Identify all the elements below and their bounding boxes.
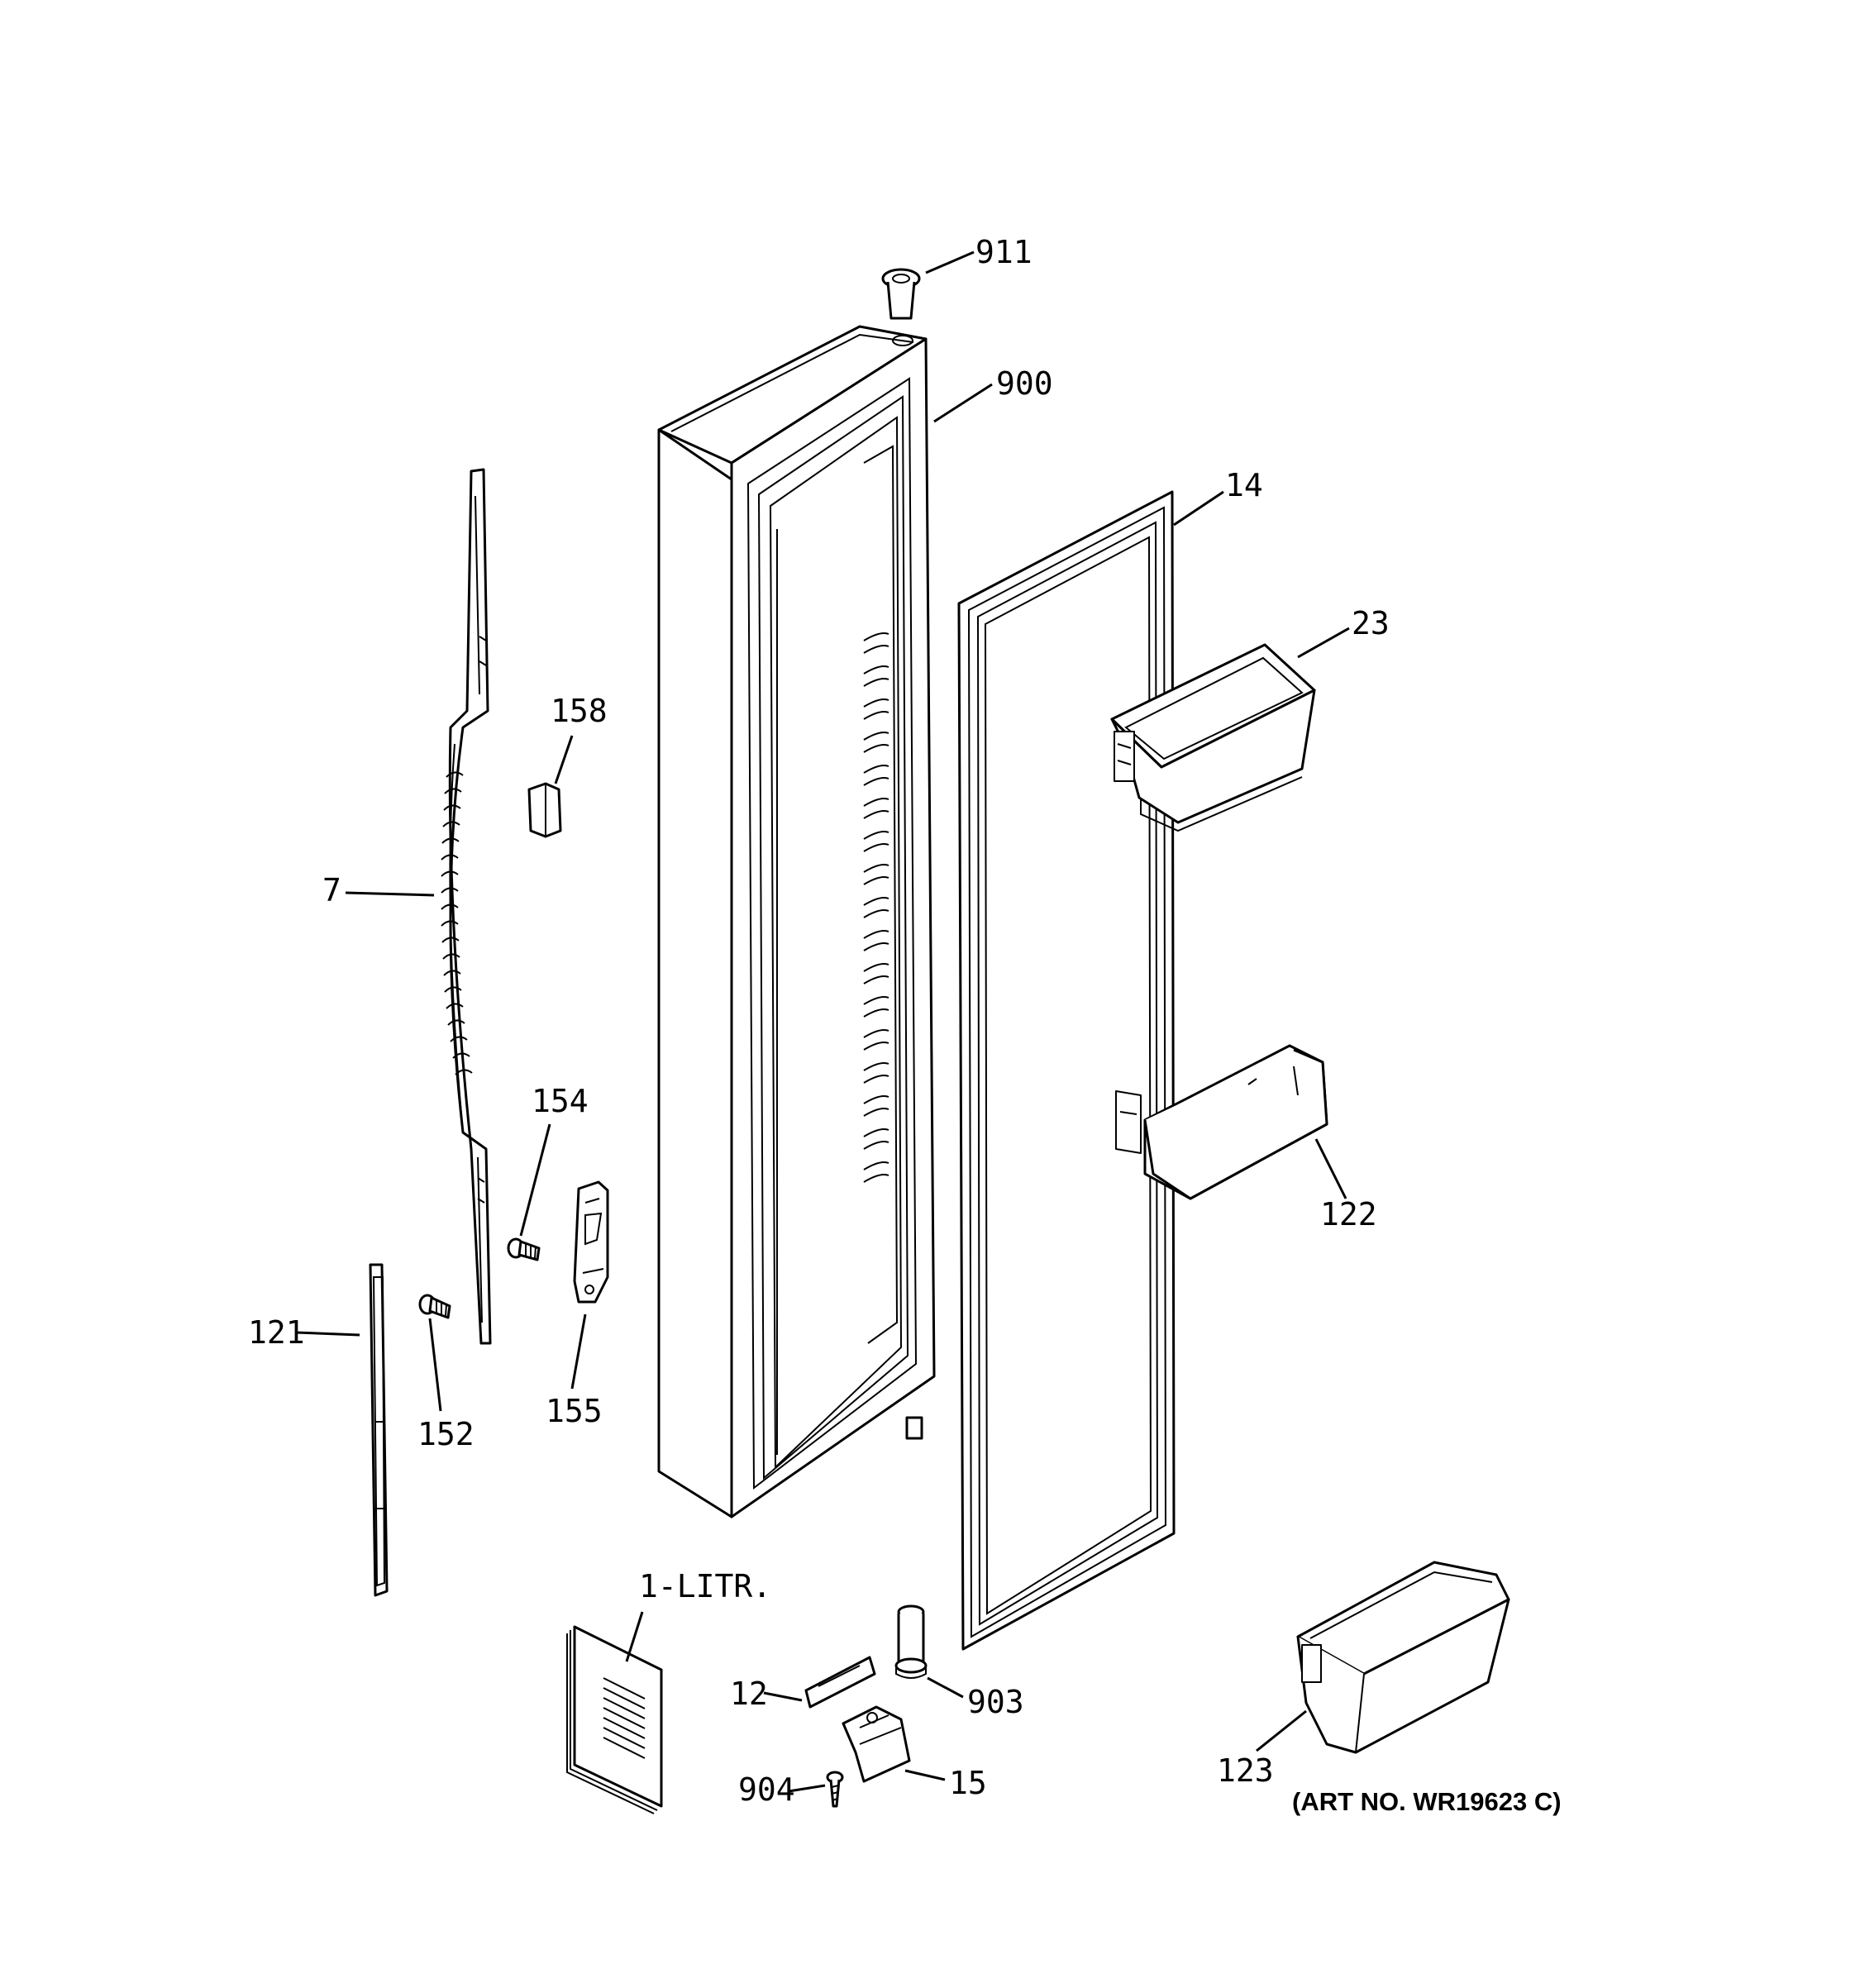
- part-121-trim[interactable]: [369, 1263, 389, 1597]
- leader-900: [933, 383, 993, 423]
- leader-15: [904, 1769, 946, 1781]
- leader-14: [1173, 490, 1224, 527]
- callout-158: 158: [551, 693, 608, 729]
- callout-900: 900: [996, 365, 1053, 402]
- callout-12: 12: [730, 1676, 768, 1712]
- leader-155: [570, 1313, 587, 1390]
- part-900-door[interactable]: [657, 325, 936, 1518]
- part-7-handle[interactable]: [441, 468, 492, 1345]
- part-122-door-bin[interactable]: [1115, 1044, 1328, 1200]
- liner-shelf-ribs: [863, 632, 889, 1183]
- part-911-cap[interactable]: [881, 268, 921, 320]
- callout-14: 14: [1225, 467, 1263, 503]
- art-number: (ART NO. WR19623 C): [1292, 1787, 1562, 1816]
- leader-903: [927, 1676, 964, 1699]
- leader-122: [1314, 1138, 1347, 1199]
- callout-911: 911: [975, 234, 1033, 270]
- part-15-hinge[interactable]: [842, 1705, 911, 1783]
- part-903-hinge-pin[interactable]: [894, 1604, 928, 1679]
- part-14-gasket[interactable]: [957, 490, 1176, 1651]
- handle-grip-ridges: [441, 771, 473, 1075]
- callout-121: 121: [248, 1314, 305, 1351]
- part-23-door-bin[interactable]: [1110, 643, 1316, 832]
- callout-904: 904: [738, 1771, 795, 1808]
- leader-123: [1256, 1709, 1307, 1752]
- callout-15: 15: [949, 1765, 987, 1801]
- part-152-screw[interactable]: [418, 1294, 451, 1319]
- leader-23: [1297, 627, 1350, 659]
- callout-23: 23: [1352, 605, 1390, 641]
- callout-1-litr: 1-LITR.: [639, 1568, 771, 1604]
- callout-123: 123: [1217, 1752, 1274, 1789]
- part-154-screw[interactable]: [507, 1237, 541, 1261]
- callout-122: 122: [1320, 1196, 1377, 1232]
- callout-7: 7: [322, 872, 341, 908]
- part-1-litr-booklet[interactable]: [566, 1625, 663, 1814]
- callout-152: 152: [417, 1416, 475, 1452]
- leader-1-litr: [625, 1611, 644, 1662]
- part-158-end-cap[interactable]: [527, 782, 562, 838]
- leader-154: [519, 1123, 551, 1237]
- part-12-shim[interactable]: [804, 1656, 876, 1709]
- part-123-gallon-bin[interactable]: [1296, 1561, 1510, 1754]
- leader-158: [554, 735, 574, 784]
- callout-155: 155: [546, 1393, 603, 1429]
- part-155-bracket[interactable]: [573, 1180, 609, 1304]
- leader-7: [345, 891, 435, 897]
- leader-12: [763, 1691, 803, 1702]
- leader-911: [925, 250, 975, 274]
- leader-904: [788, 1784, 826, 1793]
- callout-154: 154: [532, 1083, 589, 1119]
- part-904-screw[interactable]: [826, 1771, 844, 1808]
- leader-lines: [295, 250, 1350, 1793]
- leader-121: [295, 1331, 360, 1337]
- leader-152: [428, 1318, 442, 1412]
- callout-labels: 911 900 14 23 158 7 154 122 121 155 152 …: [248, 234, 1390, 1808]
- callout-903: 903: [967, 1684, 1024, 1720]
